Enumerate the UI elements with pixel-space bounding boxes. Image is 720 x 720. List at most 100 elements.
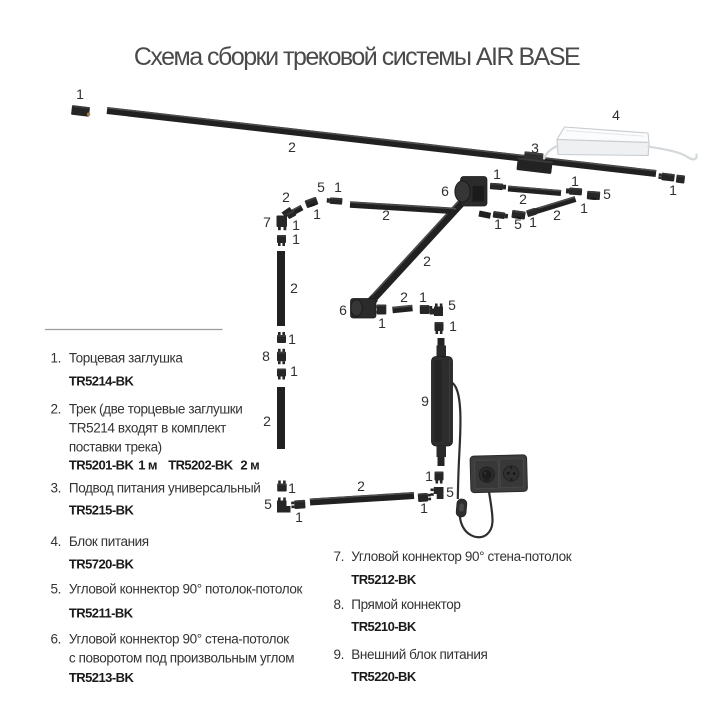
part-number-label: 1: [290, 363, 298, 379]
part-number-label: 5: [448, 297, 456, 313]
corner-connector-part5-rowA: [586, 190, 601, 201]
socket-right: [503, 465, 520, 482]
corner-connector-part5-br: [430, 487, 444, 499]
part-number-label: 3: [531, 140, 539, 156]
legend-item-number: 5.: [51, 581, 61, 596]
part-number-label: 2: [288, 139, 296, 155]
part-number-label: 1: [529, 214, 537, 230]
part-number-label: 2: [553, 207, 561, 223]
part-number-label: 2: [519, 191, 527, 207]
connector-part1-c7: [286, 210, 297, 219]
end-cap-part1-t8r: [419, 305, 433, 314]
legend-item-text: Угловой коннектор 90° стена-потолок: [351, 549, 571, 564]
legend-part-code: TR5215-BK: [69, 503, 135, 518]
corner-connector-part5-c7: [304, 196, 319, 208]
legend-part-code: TR5201-BK: [69, 458, 135, 473]
connector-part1-c7b: [326, 197, 343, 205]
legend-item-number: 7.: [334, 549, 344, 564]
legend-item-text: с поворотом под произвольным углом: [69, 651, 294, 666]
part-number-label: 1: [334, 179, 342, 195]
part-number-label: 1: [580, 200, 588, 216]
part-number-label: 2: [290, 280, 298, 296]
part-number-label: 5: [514, 216, 522, 232]
legend-item-text: поставки трека): [69, 440, 162, 455]
legend-item-text: Торцевая заглушка: [69, 350, 183, 365]
part-number-label: 1: [493, 166, 501, 182]
part-number-label: 2: [400, 289, 408, 305]
end-cap-part1-t7r: [417, 492, 432, 502]
legend-item-text: Прямой коннектор: [351, 597, 460, 612]
end-cap-part1-v1: [277, 235, 286, 246]
part-number-label: 1: [425, 468, 433, 484]
legend-item-number: 4.: [51, 534, 61, 549]
end-cap-part1-rowB-l: [492, 211, 509, 219]
legend-part-code: TR5202-BK: [168, 458, 234, 473]
part-number-label: 1: [419, 289, 427, 305]
part-number-label: 6: [339, 302, 347, 318]
page-title: Схема сборки трековой системы AIR BASE: [134, 43, 580, 71]
legend-item-text: TR5214 входят в комплект: [69, 421, 226, 436]
legend-item-text: Подвод питания универсальный: [69, 480, 261, 495]
legend-part-code: TR5720-BK: [69, 556, 135, 571]
straight-connector-part8: [277, 348, 286, 365]
part-number-label: 7: [263, 214, 271, 230]
legend-item-number: 6.: [51, 631, 61, 646]
track-part2-bottom: [309, 492, 415, 506]
part-number-label: 1: [295, 509, 303, 525]
part-number-label: 1: [494, 216, 502, 232]
psu-cord-right: [647, 145, 698, 161]
part-number-label: 1: [292, 217, 300, 233]
part-number-label: 1: [378, 315, 386, 331]
legend-part-code: TR5211-BK: [69, 606, 134, 621]
legend-item-text: Угловой коннектор 90° потолок-потолок: [69, 581, 303, 596]
corner-connector-part5-tr: [429, 303, 443, 316]
end-cap-part1-v2: [277, 332, 286, 343]
part-number-label: 5: [603, 186, 611, 202]
part-number-label: 6: [441, 183, 449, 199]
psu-cord-and-socket: [451, 382, 528, 539]
legend-item-number: 9.: [334, 647, 344, 662]
end-cap-part1-v4: [277, 480, 287, 492]
part-number-label: 9: [421, 393, 429, 409]
part-number-label: 2: [382, 207, 390, 223]
part-number-label: 1: [449, 318, 457, 334]
part-number-label: 2: [423, 253, 431, 269]
end-cap-part1-rowA-l: [489, 182, 507, 191]
part-number-label: 2: [357, 478, 365, 494]
track-part2-short-lower: [392, 304, 413, 314]
legend-item-text: Внешний блок питания: [351, 647, 487, 662]
connector-part1-rowB: [526, 207, 540, 217]
connector-part1-rowA-r: [565, 187, 583, 196]
diagram-parts: [45, 105, 698, 539]
end-cap-part1-psu-b: [434, 471, 444, 484]
track-part2-stub: [478, 210, 492, 219]
psu9-cord-upper: [451, 382, 462, 500]
corner-connector-part5-bl: [277, 497, 291, 513]
legend-part-code-size: 1 м: [138, 458, 157, 473]
external-psu-part9: [431, 338, 453, 466]
part-number-label: 1: [76, 86, 84, 102]
corner-connector-part6-lower: [350, 295, 378, 319]
legend-item-text: Угловой коннектор 90° стена-потолок: [69, 631, 289, 646]
part-number-label: 5: [317, 179, 325, 195]
end-cap-part1-topleft: [71, 105, 90, 117]
part-number-label: 1: [313, 206, 321, 222]
legend-item-text: Блок питания: [69, 534, 149, 549]
part-number-label: 1: [292, 231, 300, 247]
psu-cord-left: [542, 144, 559, 160]
part-number-label: 2: [263, 413, 271, 429]
power-supply-part4: [542, 126, 698, 161]
part-number-label: 5: [264, 496, 272, 512]
legend-part-code-size: 2 м: [240, 458, 259, 473]
part-number-label: 1: [420, 500, 428, 516]
end-cap-part1-t7l: [291, 499, 306, 509]
part-number-label: 1: [288, 331, 296, 347]
legend-item-number: 1.: [51, 350, 61, 365]
part-number-label: 1: [669, 182, 677, 198]
part-number-label: 1: [571, 173, 579, 189]
legend-part-code: TR5220-BK: [351, 669, 417, 684]
connector-right-end: [658, 172, 675, 182]
legend-part-code: TR5212-BK: [351, 572, 417, 587]
